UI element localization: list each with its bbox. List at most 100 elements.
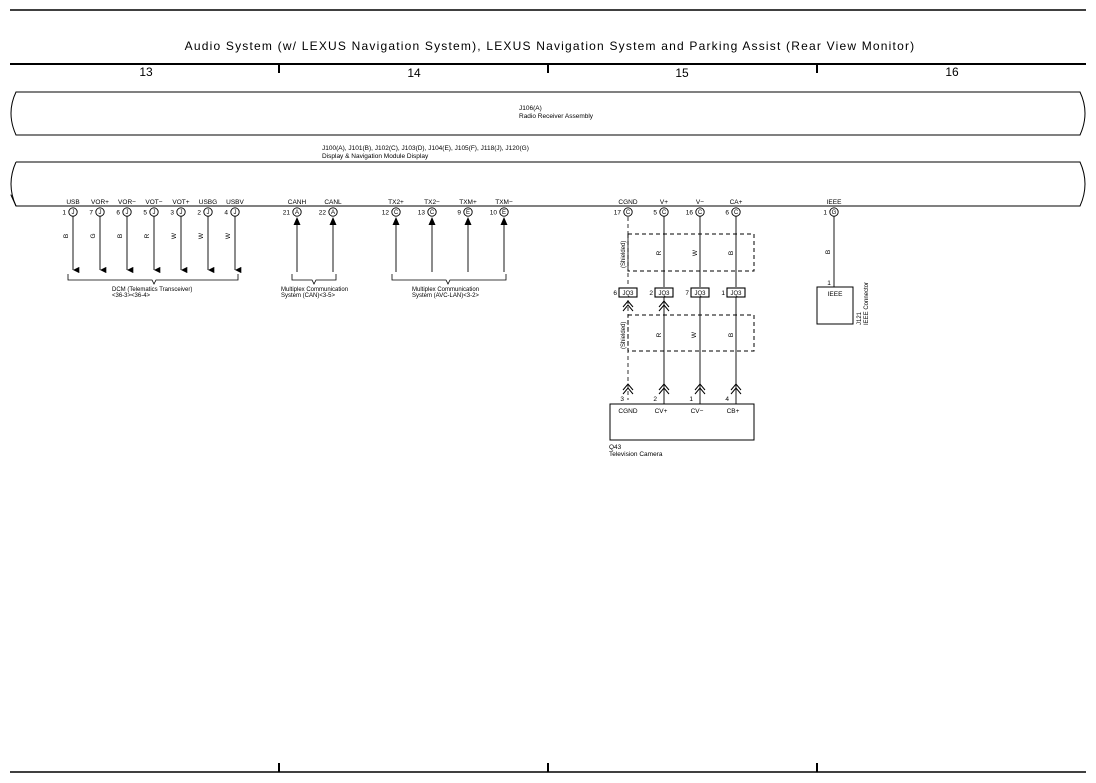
terminal-pin: 22 bbox=[319, 209, 327, 216]
ieee-connector-box bbox=[816, 286, 854, 325]
dcm-label: DCM (Telematics Transceiver) bbox=[112, 287, 192, 293]
arrow-up-icon bbox=[500, 217, 508, 225]
wire-color: B bbox=[117, 234, 124, 238]
wire-color: R bbox=[656, 250, 663, 255]
ieee-connector-name: IEEE Connector bbox=[864, 282, 870, 325]
terminal-pin: 7 bbox=[89, 209, 93, 216]
connector-letter: C bbox=[734, 210, 739, 216]
terminal-name: VOT− bbox=[145, 199, 162, 206]
dcm-brace bbox=[67, 274, 239, 285]
terminal-name: USBG bbox=[199, 199, 217, 206]
connection-chevron-icon bbox=[730, 383, 742, 395]
terminal-name: USB bbox=[66, 199, 79, 206]
terminal-name: VOR− bbox=[118, 199, 136, 206]
jq3-code: JQ3 bbox=[658, 291, 670, 297]
terminal-pin: 5 bbox=[143, 209, 147, 216]
connector-letter: J bbox=[234, 210, 237, 216]
column-number: 13 bbox=[139, 65, 153, 79]
terminal-pin: 1 bbox=[823, 209, 827, 216]
can-brace bbox=[291, 274, 337, 285]
camera-code: Q43 bbox=[609, 444, 622, 451]
connector-letter: G bbox=[832, 210, 837, 216]
terminal-pin: 1 bbox=[62, 209, 66, 216]
terminal-pin: 6 bbox=[116, 209, 120, 216]
wire-color: R bbox=[144, 233, 151, 238]
connector-letter: A bbox=[295, 210, 299, 216]
radio-receiver-band bbox=[10, 91, 1086, 136]
jq3-pin: 1 bbox=[721, 290, 725, 297]
connector-circle bbox=[292, 207, 302, 217]
avc-label-ref: System (AVC-LAN)<3-2> bbox=[412, 293, 479, 299]
connector-letter: J bbox=[72, 210, 75, 216]
connection-chevron-icon bbox=[694, 383, 706, 395]
wire-color: W bbox=[691, 331, 698, 338]
connector-letter: C bbox=[698, 210, 703, 216]
connection-chevron-icon bbox=[622, 383, 634, 395]
terminal-pin: 12 bbox=[382, 209, 390, 216]
can-label: Multiplex Communication bbox=[281, 287, 348, 293]
connector-circle bbox=[391, 207, 401, 217]
wire-color: B bbox=[728, 333, 735, 337]
terminal-pin: 10 bbox=[490, 209, 498, 216]
camera-pin: 2 bbox=[653, 396, 657, 403]
terminal-pin: 16 bbox=[686, 209, 694, 216]
connector-letter: E bbox=[466, 210, 470, 216]
jq3-pin: 6 bbox=[613, 290, 617, 297]
jq3-code: JQ3 bbox=[694, 291, 706, 297]
arrow-up-icon bbox=[329, 217, 337, 225]
terminal-name: CANL bbox=[324, 199, 342, 206]
terminal-pin: 2 bbox=[197, 209, 201, 216]
connector-letter: J bbox=[207, 210, 210, 216]
terminal-pin: 21 bbox=[283, 209, 291, 216]
avc-label: Multiplex Communication bbox=[412, 287, 479, 293]
connection-chevron-icon bbox=[658, 383, 670, 395]
camera-name: Television Camera bbox=[609, 451, 663, 458]
wire-color: G bbox=[90, 233, 97, 238]
terminal-name: V− bbox=[696, 199, 704, 206]
connection-chevron-icon bbox=[658, 300, 670, 312]
terminal-name: USBV bbox=[226, 199, 244, 206]
terminal-name: CA+ bbox=[730, 199, 743, 206]
connector-circle bbox=[328, 207, 338, 217]
camera-terminal-name: CV+ bbox=[655, 408, 668, 415]
wire-color: W bbox=[198, 232, 205, 239]
display-module-name: Display & Navigation Module Display bbox=[322, 153, 429, 160]
terminal-name: TX2+ bbox=[388, 199, 404, 206]
jq3-code: JQ3 bbox=[730, 291, 742, 297]
camera-terminal-name: CGND bbox=[618, 408, 637, 415]
connector-circle bbox=[499, 207, 509, 217]
camera-terminal-name: CV− bbox=[691, 408, 704, 415]
page-title: Audio System (w/ LEXUS Navigation System… bbox=[185, 39, 916, 53]
connector-circle bbox=[623, 207, 633, 217]
shield-box-upper bbox=[627, 233, 755, 272]
terminal-name: V+ bbox=[660, 199, 668, 206]
shield-box-lower bbox=[627, 314, 755, 352]
wire-color: W bbox=[225, 232, 232, 239]
ieee-connector-code: J121 bbox=[857, 311, 863, 325]
terminal-name: CGND bbox=[618, 199, 637, 206]
terminal-pin: 6 bbox=[725, 209, 729, 216]
avc-brace bbox=[391, 274, 507, 285]
column-number: 14 bbox=[407, 66, 421, 80]
arrow-up-icon bbox=[392, 217, 400, 225]
wire-color: B bbox=[63, 234, 70, 238]
connector-letter: E bbox=[502, 210, 506, 216]
connection-chevron-icon bbox=[622, 300, 634, 312]
terminal-name: IEEE bbox=[827, 199, 842, 206]
terminal-pin: 9 bbox=[457, 209, 461, 216]
ieee-connector-pin: 1 bbox=[827, 280, 831, 287]
jq3-connector bbox=[618, 287, 638, 298]
camera-pin: 1 bbox=[689, 396, 693, 403]
terminal-name: TX2− bbox=[424, 199, 440, 206]
terminal-name: TXM− bbox=[495, 199, 513, 206]
ieee-connector-label: IEEE bbox=[828, 291, 843, 298]
camera-box bbox=[609, 403, 755, 441]
radio-receiver-code: J106(A) bbox=[519, 105, 542, 112]
connector-letter: J bbox=[153, 210, 156, 216]
jq3-pin: 7 bbox=[685, 290, 689, 297]
arrow-up-icon bbox=[428, 217, 436, 225]
shielded-label: (Shielded) bbox=[621, 322, 627, 349]
connector-letter: A bbox=[331, 210, 335, 216]
